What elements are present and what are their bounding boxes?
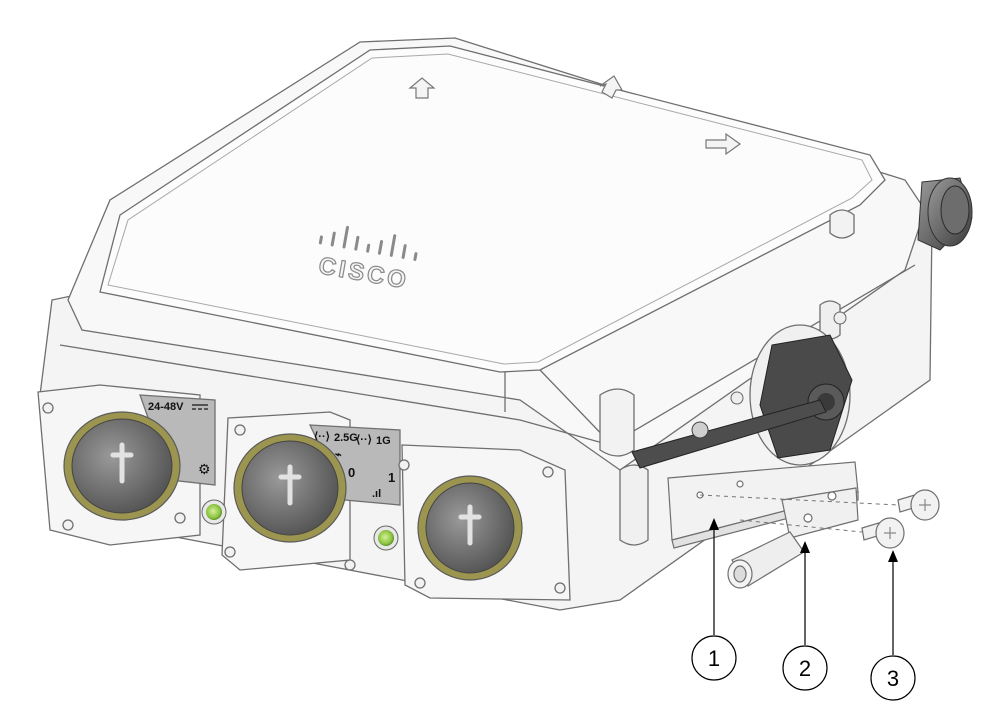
- callout-1: 1: [691, 518, 737, 681]
- callout-3-number: 3: [887, 666, 899, 691]
- lid-arrow-marks: [408, 75, 742, 156]
- assembly-guide-lines: [699, 494, 899, 533]
- power-label: 24-48V: [148, 401, 184, 413]
- status-led-right: [373, 525, 399, 551]
- callout-2-number: 2: [799, 656, 811, 681]
- port-plug-left: [63, 411, 181, 521]
- port1-speed-label: 1G: [376, 435, 391, 447]
- screw-bottom: [861, 517, 905, 549]
- side-port-cap: [631, 324, 853, 469]
- port1-number: 1: [388, 470, 395, 485]
- port-plug-middle: [233, 433, 347, 543]
- svg-text:⟨··⟩: ⟨··⟩: [356, 434, 372, 446]
- callout-3: 3: [870, 550, 916, 701]
- callout-2: 2: [782, 541, 828, 691]
- status-led-left: [201, 499, 227, 525]
- side-screw-marks: [730, 311, 847, 405]
- signal-bars-icon: .ıl: [372, 488, 381, 500]
- svg-text:⟨··⟩: ⟨··⟩: [314, 431, 330, 443]
- gear-icon: ⚙: [198, 461, 211, 477]
- screw-top: [897, 489, 940, 521]
- port0-speed-label: 2.5G: [334, 432, 358, 444]
- port0-number: 0: [348, 465, 355, 480]
- antenna-connector: [917, 177, 973, 251]
- port-plug-right: [417, 475, 523, 581]
- callout-1-number: 1: [708, 646, 720, 671]
- dc-symbol-icon: [192, 404, 208, 410]
